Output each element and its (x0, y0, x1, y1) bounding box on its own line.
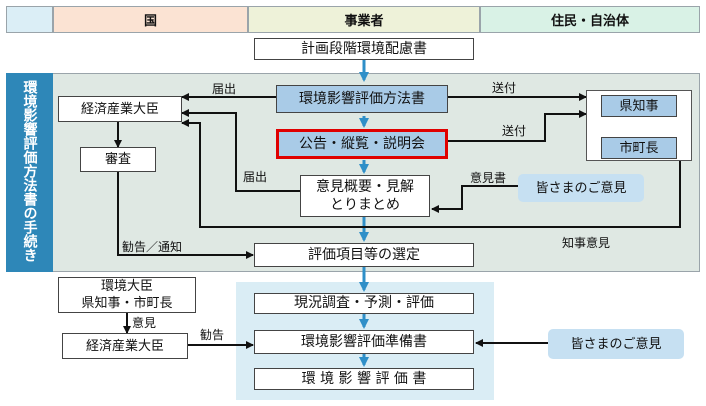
header-residents: 住民・自治体 (480, 6, 700, 33)
env-minister-line2: 県知事・市町長 (81, 296, 173, 311)
mayor-box: 市町長 (601, 137, 677, 159)
review-box: 審査 (80, 147, 156, 172)
governor-opinion-label: 知事意見 (562, 236, 611, 250)
header-blank-cell (6, 6, 53, 33)
recommend-notice-label: 勧告／通知 (122, 240, 183, 254)
opinion-summary-box: 意見概要・見解 とりまとめ (300, 175, 430, 217)
opinion-summary-line2: とりまとめ (330, 197, 400, 213)
send-label-1: 送付 (492, 81, 517, 95)
public-opinion-2-box: 皆さまのご意見 (548, 329, 684, 359)
survey-box: 現況調査・予測・評価 (254, 293, 474, 314)
side-title-bar: 環境影響評価方法書の手続き (6, 73, 53, 272)
header-national: 国 (53, 6, 248, 33)
header-business: 事業者 (248, 6, 480, 33)
send-label-2: 送付 (502, 124, 527, 138)
meti-minister-box: 経済産業大臣 (58, 96, 182, 122)
env-minister-line1: 環境大臣 (100, 279, 153, 294)
meti-minister-2-box: 経済産業大臣 (62, 333, 188, 359)
public-opinion-box: 皆さまのご意見 (518, 174, 644, 202)
method-doc-box: 環境影響評価方法書 (276, 85, 448, 113)
final-doc-box: 環 境 影 響 評 価 書 (254, 368, 474, 390)
env-minister-box: 環境大臣 県知事・市町長 (58, 277, 196, 313)
notify-label-2: 届出 (243, 170, 268, 184)
notify-label-1: 届出 (212, 82, 237, 96)
opinion-label: 意見 (132, 316, 157, 330)
plan-stage-box: 計画段階環境配慮書 (254, 38, 474, 60)
prep-doc-box: 環境影響評価準備書 (254, 330, 474, 354)
public-notice-box: 公告・縦覧・説明会 (276, 129, 448, 159)
governor-box: 県知事 (601, 95, 677, 117)
recommend-label: 勧告 (200, 328, 225, 342)
opinion-summary-line1: 意見概要・見解 (316, 179, 414, 195)
item-selection-box: 評価項目等の選定 (254, 243, 474, 267)
opinion-letter-label: 意見書 (470, 171, 507, 185)
side-title: 環境影響評価方法書の手続き (21, 80, 38, 262)
